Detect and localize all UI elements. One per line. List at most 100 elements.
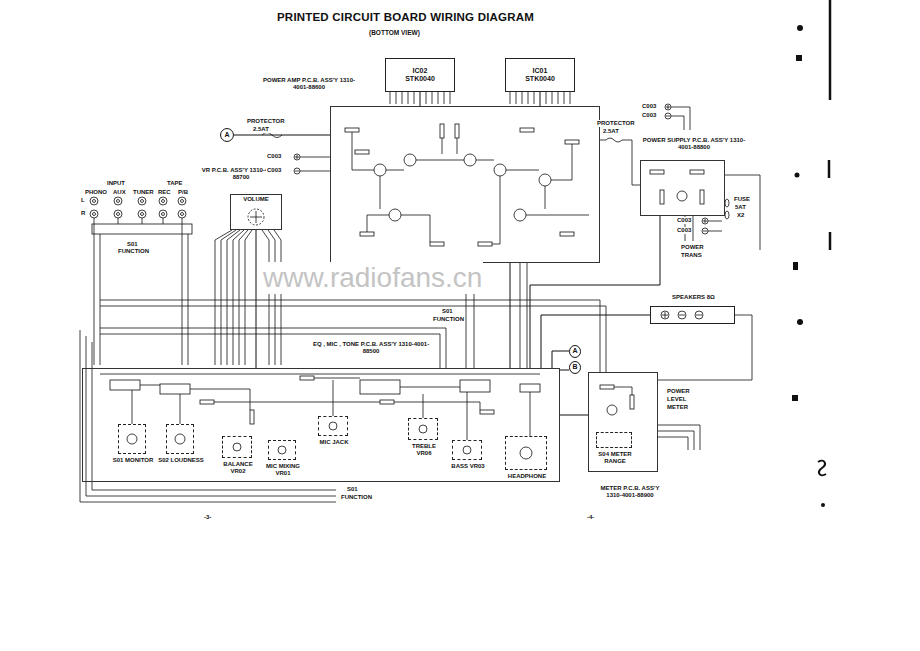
pot-part: BASS VR03 bbox=[452, 440, 482, 460]
pcb-board: VR P.C.B. ASS'Y 1310-4001-88700VOLUME bbox=[230, 194, 282, 230]
node-label: EQ , MIC , TONE P.C.B. ASS'Y 1310-4001-8… bbox=[311, 341, 431, 355]
node-label: A bbox=[572, 347, 577, 355]
pcb-board: METER P.C.B. ASS'Y 1310-4001-88900S04 ME… bbox=[588, 372, 658, 472]
text-label: L bbox=[80, 197, 86, 204]
node-label: IC01 bbox=[525, 67, 555, 75]
diagram-title: PRINTED CIRCUIT BOARD WIRING DIAGRAM bbox=[276, 11, 535, 24]
wire-connector bbox=[541, 315, 650, 368]
node-label: MIC JACK bbox=[314, 439, 354, 446]
node-label: STK0040 bbox=[525, 75, 555, 83]
text-label: -3- bbox=[203, 514, 212, 521]
text-label: AUX bbox=[112, 189, 127, 196]
text-label: S01 bbox=[126, 241, 139, 248]
text-label: 2.5AT bbox=[252, 126, 270, 133]
circle-outline-ring bbox=[569, 345, 580, 357]
text-label: INPUT bbox=[106, 180, 126, 187]
switch-part: S04 METER RANGE bbox=[596, 432, 632, 448]
wire-connector bbox=[510, 263, 511, 368]
node-label: S02 LOUDNESS bbox=[158, 457, 204, 464]
text-label: X2 bbox=[736, 212, 745, 219]
node-label: POWER AMP P.C.B. ASS'Y 1310-4001-88600 bbox=[259, 77, 359, 91]
text-label: TAPE bbox=[166, 180, 184, 187]
node-label: VOLUME bbox=[232, 196, 280, 203]
text-label: C003 bbox=[266, 153, 282, 160]
text-label: FUNCTION bbox=[340, 494, 373, 501]
connector-circle: A bbox=[220, 128, 234, 142]
pcb-board: EQ , MIC , TONE P.C.B. ASS'Y 1310-4001-8… bbox=[82, 368, 560, 482]
node-label: A bbox=[224, 131, 229, 139]
node-text-stack: A bbox=[572, 347, 577, 355]
node-label: S01 MONITOR bbox=[111, 457, 155, 464]
connector-circle: A bbox=[569, 345, 581, 358]
node-text-stack: B bbox=[572, 363, 577, 371]
circle-outline-ring bbox=[221, 129, 234, 142]
text-label: FUSE bbox=[733, 196, 751, 203]
pcb-board: POWER AMP P.C.B. ASS'Y 1310-4001-88600 bbox=[330, 106, 600, 263]
node-label: HEADPHONE bbox=[502, 473, 552, 480]
text-label: 2.5AT bbox=[602, 128, 620, 135]
text-label: 5AT bbox=[734, 204, 747, 211]
text-label: C003 bbox=[641, 112, 657, 119]
node-label: B bbox=[572, 363, 577, 371]
node-label: POWER SUPPLY P.C.B. ASS'Y 1310-4001-8880… bbox=[639, 137, 749, 151]
text-label: -4- bbox=[586, 514, 595, 521]
node-label: METER P.C.B. ASS'Y 1310-4001-88900 bbox=[593, 485, 667, 499]
text-label: C003 bbox=[676, 227, 692, 234]
text-label: (BOTTOM VIEW) bbox=[368, 29, 421, 36]
text-label: TRANS bbox=[680, 252, 703, 259]
wire-connector bbox=[560, 415, 588, 416]
text-label: S01 bbox=[346, 486, 359, 493]
text-label: FUNCTION bbox=[432, 316, 465, 323]
text-label: POWER bbox=[680, 244, 705, 251]
node-text-stack: IC01STK0040 bbox=[525, 67, 555, 83]
node-label: MIC MIXING VR01 bbox=[261, 463, 305, 477]
pcb-board: POWER SUPPLY P.C.B. ASS'Y 1310-4001-8880… bbox=[640, 160, 725, 216]
connector-circle: B bbox=[569, 361, 581, 374]
node-text-stack: A bbox=[224, 131, 229, 139]
wire-connector bbox=[552, 351, 569, 368]
wire-connector bbox=[560, 370, 569, 371]
node-label: BALANCE VR02 bbox=[218, 461, 258, 475]
pot-part: TREBLE VR06 bbox=[408, 418, 438, 440]
ic-package: IC01STK0040 bbox=[505, 58, 575, 92]
wire-connector bbox=[234, 135, 330, 136]
node-label: S04 METER RANGE bbox=[590, 451, 640, 465]
jack-part: MIC JACK bbox=[318, 416, 348, 436]
wire-connector bbox=[540, 92, 541, 106]
node-text-stack: IC02STK0040 bbox=[405, 67, 435, 83]
text-label: S01 bbox=[441, 308, 454, 315]
text-label: C003 bbox=[641, 103, 657, 110]
node-label: IC02 bbox=[405, 67, 435, 75]
node-label: TREBLE VR06 bbox=[408, 443, 440, 457]
text-label: TUNER bbox=[132, 189, 155, 196]
text-label: FUNCTION bbox=[117, 248, 150, 255]
text-label: PROTECTOR bbox=[596, 120, 636, 127]
text-label: POWER bbox=[666, 388, 691, 395]
jack-part: HEADPHONE bbox=[505, 436, 547, 470]
node-label: SPEAKERS 8Ω bbox=[651, 294, 736, 301]
node-label: BASS VR03 bbox=[451, 463, 485, 470]
pot-part: BALANCE VR02 bbox=[222, 436, 252, 458]
text-label: REC bbox=[157, 189, 172, 196]
wire-connector bbox=[420, 92, 421, 106]
pot-part: MIC MIXING VR01 bbox=[268, 440, 296, 460]
text-label: LEVEL bbox=[666, 396, 687, 403]
text-label: P/B bbox=[177, 189, 189, 196]
text-label: METER bbox=[666, 404, 689, 411]
wire-connector bbox=[256, 230, 257, 368]
watermark: www.radiofans.cn bbox=[262, 262, 483, 294]
text-label: PROTECTOR bbox=[246, 118, 286, 125]
text-label: PHONO bbox=[84, 189, 108, 196]
text-label: C003 bbox=[266, 167, 282, 174]
wire-connector bbox=[530, 216, 660, 368]
text-label: C003 bbox=[676, 217, 692, 224]
circle-outline-ring bbox=[569, 361, 580, 373]
node-label: STK0040 bbox=[405, 75, 435, 83]
ic-package: IC02STK0040 bbox=[385, 58, 455, 92]
switch-part: S01 MONITOR bbox=[118, 424, 146, 454]
speaker-terminal: SPEAKERS 8Ω bbox=[650, 306, 735, 324]
switch-part: S02 LOUDNESS bbox=[166, 424, 194, 454]
